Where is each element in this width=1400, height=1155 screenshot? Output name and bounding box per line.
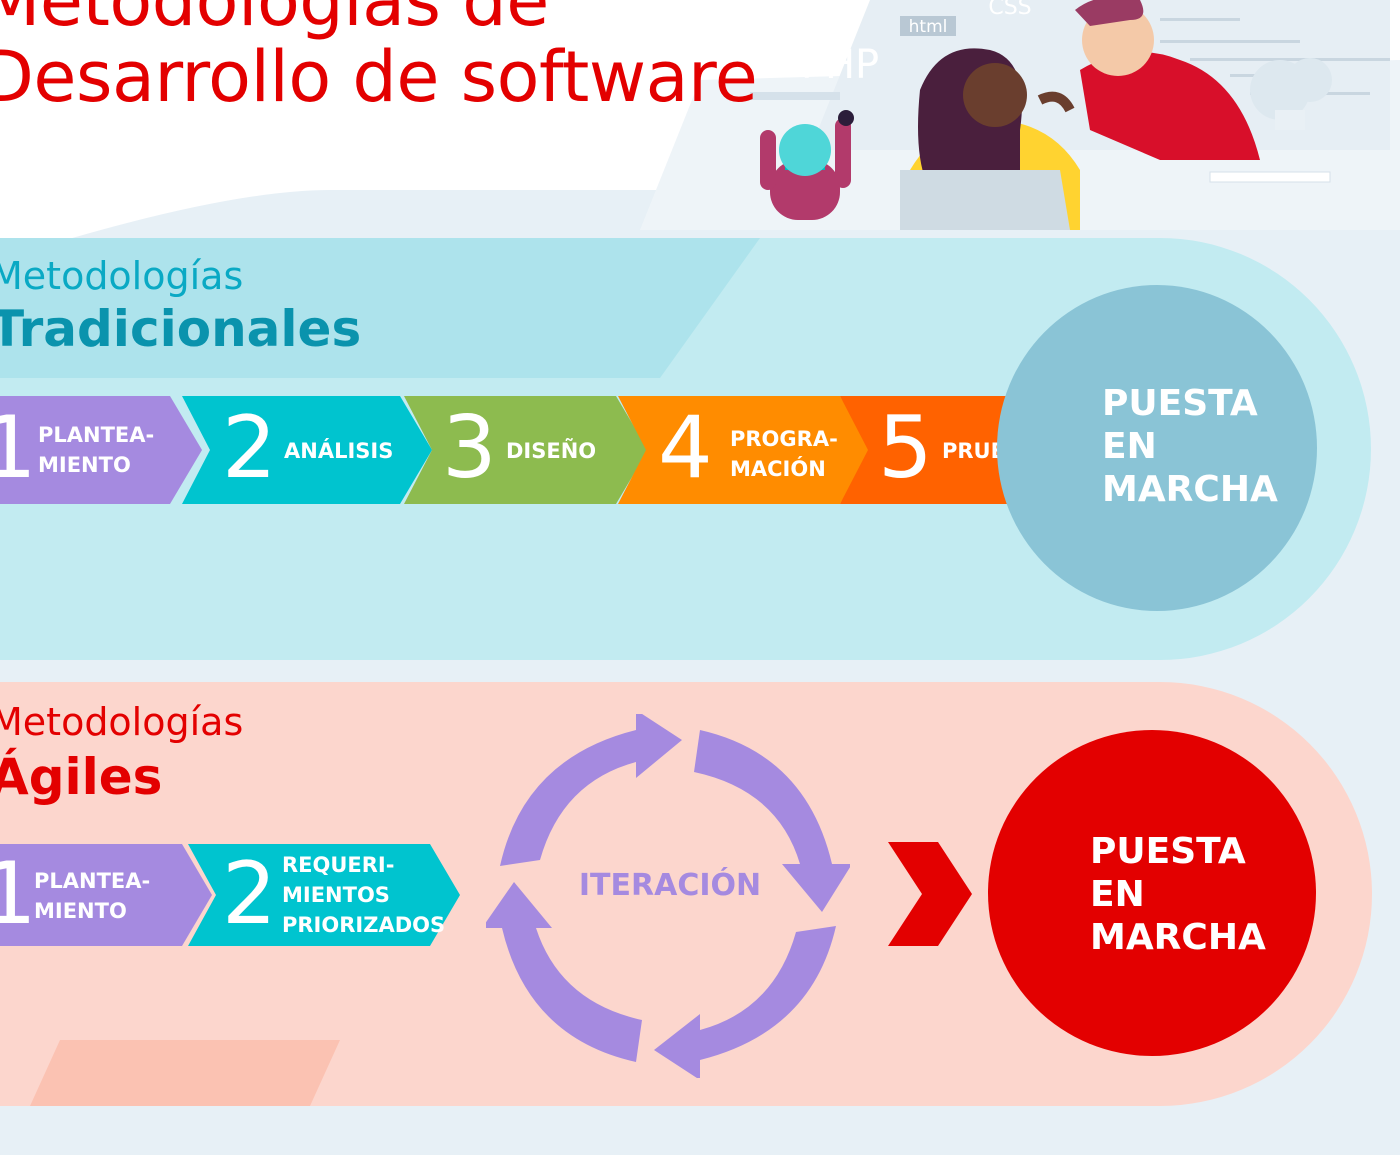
step-4-chevron (618, 396, 872, 504)
cycle-arrow-top-left (500, 714, 682, 866)
agile-title: Ágiles (0, 748, 163, 806)
agile-step-2-chevron (188, 844, 460, 946)
traditional-goal-circle (997, 285, 1317, 611)
step-2-chevron (182, 396, 432, 504)
traditional-goal-label: PUESTA EN MARCHA (1102, 383, 1278, 510)
traditional-band-highlight (0, 238, 760, 378)
agile-goal-circle (988, 730, 1316, 1056)
traditional-step-1: 1 PLANTEA- MIENTO (0, 396, 202, 504)
step-number: 5 (878, 398, 933, 498)
cycle-arrow-top-right (694, 730, 850, 912)
traditional-step-4: 4 PROGRA- MACIÓN (618, 396, 872, 504)
page-title-line1: Metodologías de (0, 0, 549, 42)
step-3-chevron (404, 396, 648, 504)
step-label: ANÁLISIS (284, 439, 394, 463)
traditional-step-2: 2 ANÁLISIS (182, 396, 432, 504)
agile-step-1: 1 PLANTEA- MIENTO (0, 844, 212, 946)
step-label: PROGRA- MACIÓN (730, 427, 838, 481)
step-label: PLANTEA- MIENTO (38, 423, 155, 477)
page-title-line2: Desarrollo de software (0, 36, 758, 118)
step-number: 3 (442, 398, 497, 498)
step-label: REQUERI- MIENTOS PRIORIZADOS (282, 853, 446, 937)
css-tag: CSS (988, 0, 1031, 20)
team-illustration: html CSS PHP (750, 0, 1390, 230)
agile-step-1-chevron (0, 844, 212, 946)
step-number: 1 (0, 844, 37, 944)
agile-arrow (888, 842, 972, 946)
html-tag: html (909, 17, 948, 37)
step-number: 2 (222, 398, 277, 498)
iteration-cycle (486, 714, 850, 1078)
step-1-chevron (0, 396, 202, 504)
cycle-arrow-bottom-left (486, 882, 642, 1062)
traditional-title: Tradicionales (0, 300, 362, 358)
traditional-subtitle: Metodologías (0, 254, 244, 298)
agile-step-2: 2 REQUERI- MIENTOS PRIORIZADOS (188, 844, 460, 946)
step-number: 1 (0, 398, 37, 498)
bottom-curve (0, 1080, 1400, 1155)
php-tag: PHP (801, 42, 879, 88)
cycle-arrow-bottom-right (654, 926, 836, 1078)
step-number: 2 (222, 844, 277, 944)
agile-band-highlight (30, 1040, 340, 1106)
step-label: PLANTEA- MIENTO (34, 869, 151, 923)
agile-subtitle: Metodologías (0, 700, 244, 744)
step-label: DISEÑO (506, 439, 597, 463)
traditional-step-3: 3 DISEÑO (404, 396, 648, 504)
step-number: 4 (658, 398, 713, 498)
agile-goal-label: PUESTA EN MARCHA (1090, 831, 1266, 958)
iteration-label: ITERACIÓN (578, 868, 762, 903)
